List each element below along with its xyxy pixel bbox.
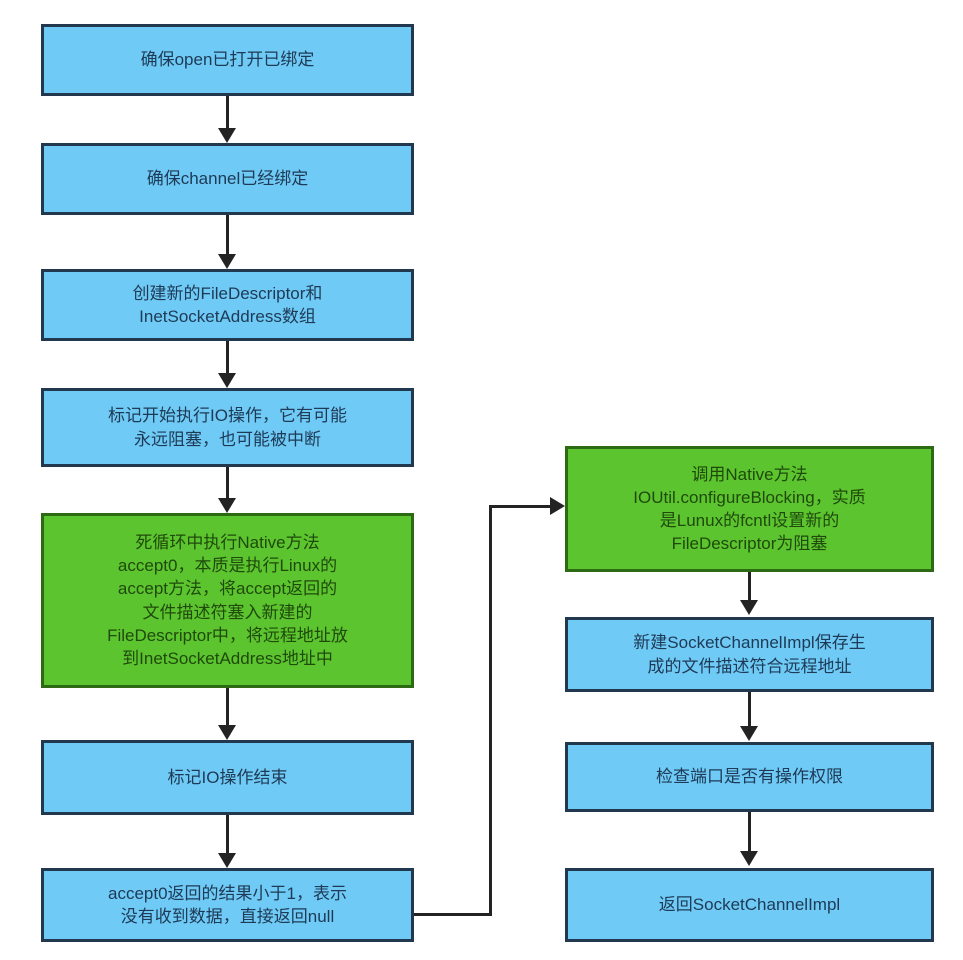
connector-l7-to-r1-segment-up: [489, 505, 492, 916]
connector-l4-to-l5-arrowhead: [218, 498, 236, 513]
node-mark-io-end[interactable]: 标记IO操作结束: [41, 740, 414, 815]
connector-r2-to-r3-arrowhead: [740, 726, 758, 741]
node-label: 确保open已打开已绑定: [140, 50, 315, 70]
connector-l1-to-l2-line: [226, 96, 229, 130]
connector-r1-to-r2-line: [748, 572, 751, 602]
connector-l2-to-l3-line: [226, 215, 229, 256]
node-label: 检查端口是否有操作权限: [656, 767, 843, 787]
connector-r3-to-r4-arrowhead: [740, 851, 758, 866]
connector-l3-to-l4-arrowhead: [218, 373, 236, 388]
node-label: 确保channel已经绑定: [146, 169, 309, 189]
connector-l2-to-l3-arrowhead: [218, 254, 236, 269]
node-configure-blocking[interactable]: 调用Native方法 IOUtil.configureBlocking，实质 是…: [565, 446, 934, 572]
connector-l4-to-l5-line: [226, 467, 229, 500]
node-new-socketchannelimpl[interactable]: 新建SocketChannelImpl保存生 成的文件描述符合远程地址: [565, 617, 934, 692]
connector-l6-to-l7-line: [226, 815, 229, 855]
connector-l5-to-l6-arrowhead: [218, 725, 236, 740]
node-label: 返回SocketChannelImpl: [658, 895, 841, 915]
node-create-fd-array[interactable]: 创建新的FileDescriptor和 InetSocketAddress数组: [41, 269, 414, 341]
node-accept0-result-lt-1[interactable]: accept0返回的结果小于1，表示 没有收到数据，直接返回null: [41, 868, 414, 942]
connector-r2-to-r3-line: [748, 692, 751, 728]
connector-l7-to-r1-segment-into-node: [489, 505, 552, 508]
node-label: accept0返回的结果小于1，表示 没有收到数据，直接返回null: [108, 883, 347, 926]
node-label: 死循环中执行Native方法 accept0，本质是执行Linux的 accep…: [107, 533, 348, 668]
connector-l5-to-l6-line: [226, 688, 229, 727]
node-mark-io-begin[interactable]: 标记开始执行IO操作，它有可能 永远阻塞，也可能被中断: [41, 388, 414, 467]
connector-r1-to-r2-arrowhead: [740, 600, 758, 615]
connector-r3-to-r4-line: [748, 812, 751, 853]
node-loop-native-accept0[interactable]: 死循环中执行Native方法 accept0，本质是执行Linux的 accep…: [41, 513, 414, 688]
node-label: 调用Native方法 IOUtil.configureBlocking，实质 是…: [633, 464, 866, 554]
node-return-socketchannelimpl[interactable]: 返回SocketChannelImpl: [565, 868, 934, 942]
node-label: 标记IO操作结束: [167, 767, 288, 787]
node-label: 标记开始执行IO操作，它有可能 永远阻塞，也可能被中断: [108, 406, 347, 449]
connector-l7-to-r1-segment-right: [414, 913, 492, 916]
node-check-port-permission[interactable]: 检查端口是否有操作权限: [565, 742, 934, 812]
node-ensure-open[interactable]: 确保open已打开已绑定: [41, 24, 414, 96]
node-label: 新建SocketChannelImpl保存生 成的文件描述符合远程地址: [633, 633, 866, 676]
connector-l3-to-l4-line: [226, 341, 229, 375]
node-label: 创建新的FileDescriptor和 InetSocketAddress数组: [132, 283, 323, 326]
connector-l1-to-l2-arrowhead: [218, 128, 236, 143]
node-ensure-channel-bound[interactable]: 确保channel已经绑定: [41, 143, 414, 215]
connector-l7-to-r1-arrowhead: [550, 497, 565, 515]
connector-l6-to-l7-arrowhead: [218, 853, 236, 868]
